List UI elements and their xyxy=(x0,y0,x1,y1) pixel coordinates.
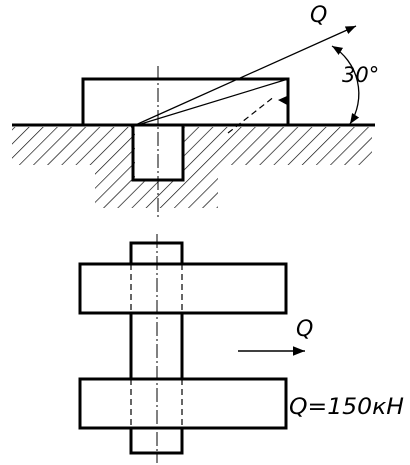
front-view: Q 30° xyxy=(12,3,379,218)
ground-hatching xyxy=(12,127,372,208)
right-angle-mark xyxy=(278,96,289,106)
load-value-label: Q=150кН xyxy=(289,395,404,420)
upper-plate xyxy=(78,262,288,315)
force-label-top: Q xyxy=(310,3,327,28)
force-line xyxy=(130,78,289,128)
plan-view: Q Q=150кН xyxy=(78,234,404,463)
lower-plate xyxy=(78,377,288,430)
force-label-bottom: Q xyxy=(296,317,313,342)
angle-label: 30° xyxy=(342,63,379,87)
angle-arc xyxy=(331,45,360,125)
force-arrow-top xyxy=(130,25,357,128)
hidden-pin-edges xyxy=(130,264,183,428)
